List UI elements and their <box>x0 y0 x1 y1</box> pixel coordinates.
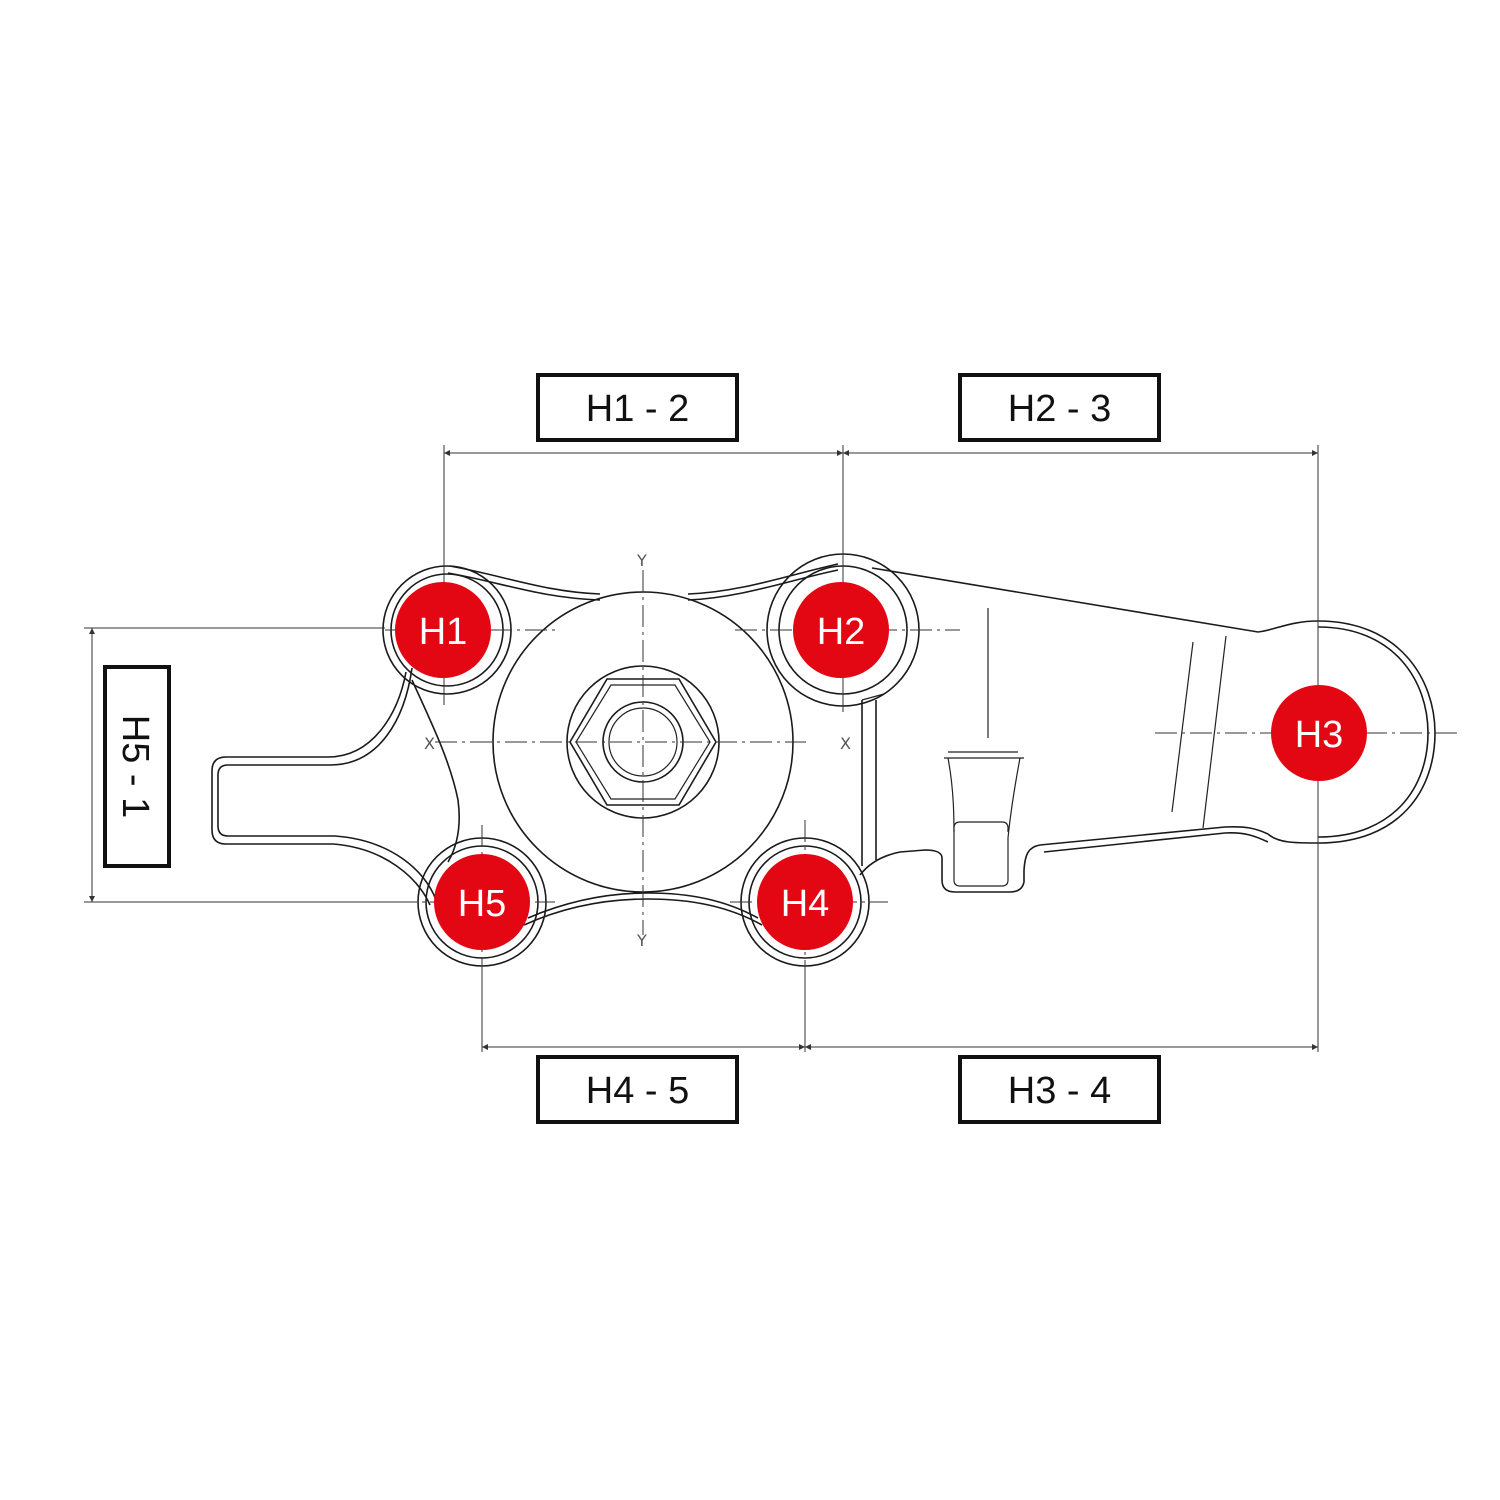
dimension-lines <box>89 450 1318 1050</box>
svg-text:H3: H3 <box>1295 714 1344 756</box>
dimension-labels: H1 - 2 H2 - 3 H4 - 5 H3 - 4 H5 - 1 <box>103 373 1161 1124</box>
svg-text:H2 - 3: H2 - 3 <box>1008 388 1111 430</box>
extension-lines <box>84 445 1319 1052</box>
hole-h3-marker: H3 <box>1271 685 1367 781</box>
svg-text:H3 - 4: H3 - 4 <box>1008 1070 1111 1112</box>
svg-text:H4 - 5: H4 - 5 <box>586 1070 689 1112</box>
hole-h1-marker: H1 <box>395 582 491 678</box>
axis-x-left: X <box>424 734 435 753</box>
dim-box-h2-3: H2 - 3 <box>958 373 1161 442</box>
dim-box-h3-4: H3 - 4 <box>958 1055 1161 1124</box>
svg-text:H2: H2 <box>817 611 866 653</box>
axis-y-bottom: Y <box>636 931 647 950</box>
svg-text:H4: H4 <box>781 883 830 925</box>
dim-box-h1-2: H1 - 2 <box>536 373 739 442</box>
svg-text:H5 - 1: H5 - 1 <box>114 715 156 818</box>
hole-h5-marker: H5 <box>434 854 530 950</box>
svg-text:H1: H1 <box>419 611 468 653</box>
axis-x-right: X <box>840 734 851 753</box>
svg-text:H5: H5 <box>458 883 507 925</box>
hole-h2-marker: H2 <box>793 582 889 678</box>
central-boss <box>492 591 794 893</box>
part-outline <box>211 563 1436 926</box>
svg-text:H1 - 2: H1 - 2 <box>586 388 689 430</box>
hole-h4-marker: H4 <box>757 854 853 950</box>
hole-markers: H1 H2 H3 H4 H5 <box>395 582 1367 950</box>
axis-marks: X X Y Y <box>424 551 851 950</box>
dim-box-h4-5: H4 - 5 <box>536 1055 739 1124</box>
dim-box-h5-1: H5 - 1 <box>103 665 171 868</box>
axis-y-top: Y <box>636 551 647 570</box>
